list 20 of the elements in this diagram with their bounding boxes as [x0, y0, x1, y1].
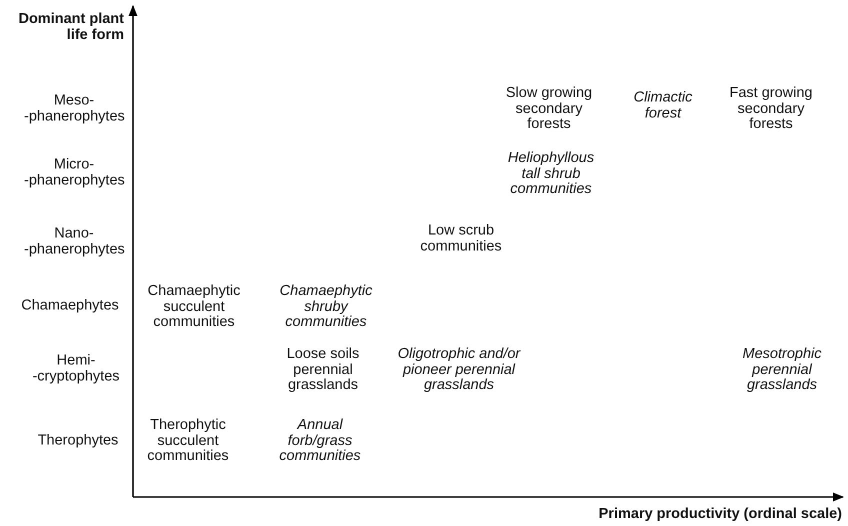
community-label: Chamaephytic succulent communities	[146, 284, 242, 330]
community-label: Low scrub communities	[419, 224, 503, 254]
axis-title: Dominant plant life form	[17, 12, 124, 43]
community-label: Chamaephytic shruby communities	[278, 284, 374, 330]
axis-category-label: Therophytes	[36, 433, 120, 449]
community-label: Oligotrophic and/or pioneer perennial grasslands	[396, 346, 522, 394]
axis-category-label: Chamaephytes	[20, 298, 120, 314]
community-label: Annual forb/grass communities	[278, 418, 362, 464]
community-label: Heliophyllous tall shrub communities	[506, 150, 596, 198]
community-label: Therophytic succulent communities	[146, 418, 230, 464]
community-label: Slow growing secondary forests	[504, 86, 594, 132]
axis-category-label: Nano- -phanerophytes	[24, 226, 124, 258]
community-label: Mesotrophic perennial grasslands	[742, 346, 822, 394]
community-label: Fast growing secondary forests	[728, 86, 814, 132]
axis-title: Primary productivity (ordinal scale)	[598, 507, 842, 522]
axis-category-label: Hemi- -cryptophytes	[31, 354, 121, 384]
community-label: Climactic forest	[632, 90, 694, 122]
axis-category-label: Meso- -phanerophytes	[24, 94, 124, 124]
axis-category-label: Micro- -phanerophytes	[24, 158, 124, 188]
community-label: Loose soils perennial grasslands	[286, 346, 360, 394]
